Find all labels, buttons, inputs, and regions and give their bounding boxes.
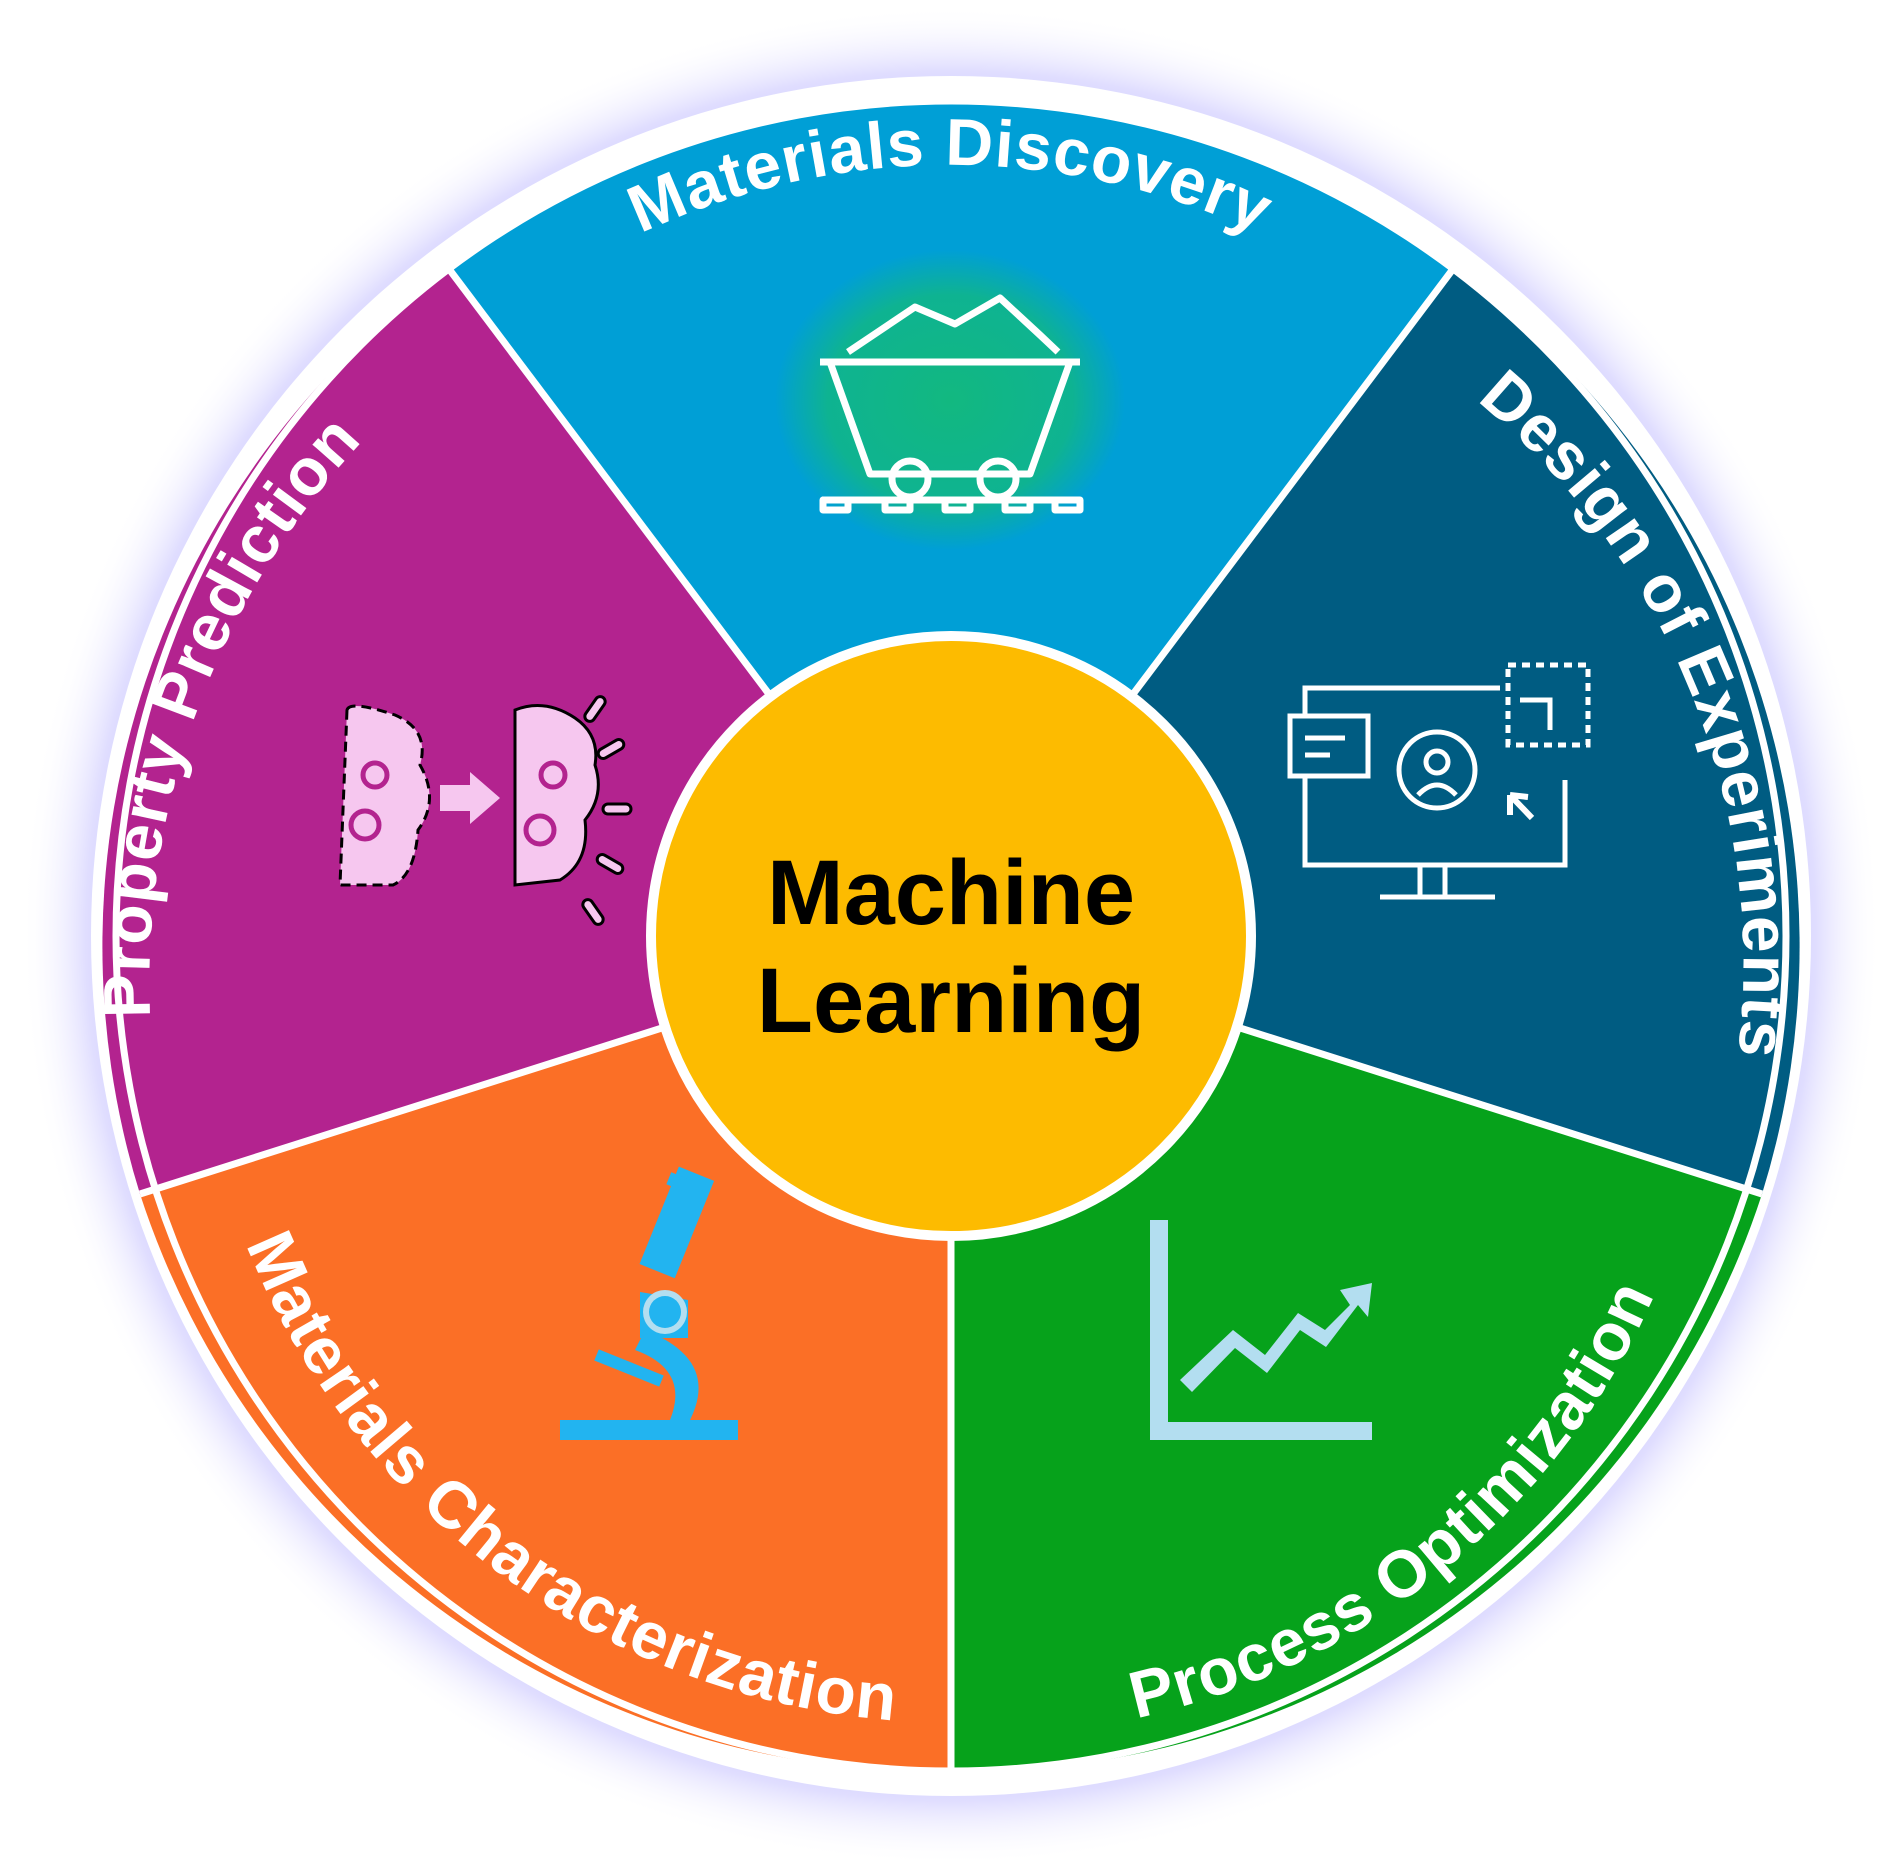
cloud-gears-icon bbox=[338, 695, 633, 926]
center-title-line2: Learning bbox=[757, 950, 1145, 1052]
microscope-icon bbox=[560, 1166, 738, 1440]
computer-monitor-icon bbox=[1287, 662, 1591, 900]
mine-cart-icon bbox=[775, 250, 1125, 550]
center-circle[interactable] bbox=[646, 631, 1256, 1241]
center-title-line1: Machine bbox=[767, 842, 1135, 944]
wheel-outer-border bbox=[112, 97, 1790, 1775]
growth-chart-icon bbox=[1150, 1220, 1372, 1440]
